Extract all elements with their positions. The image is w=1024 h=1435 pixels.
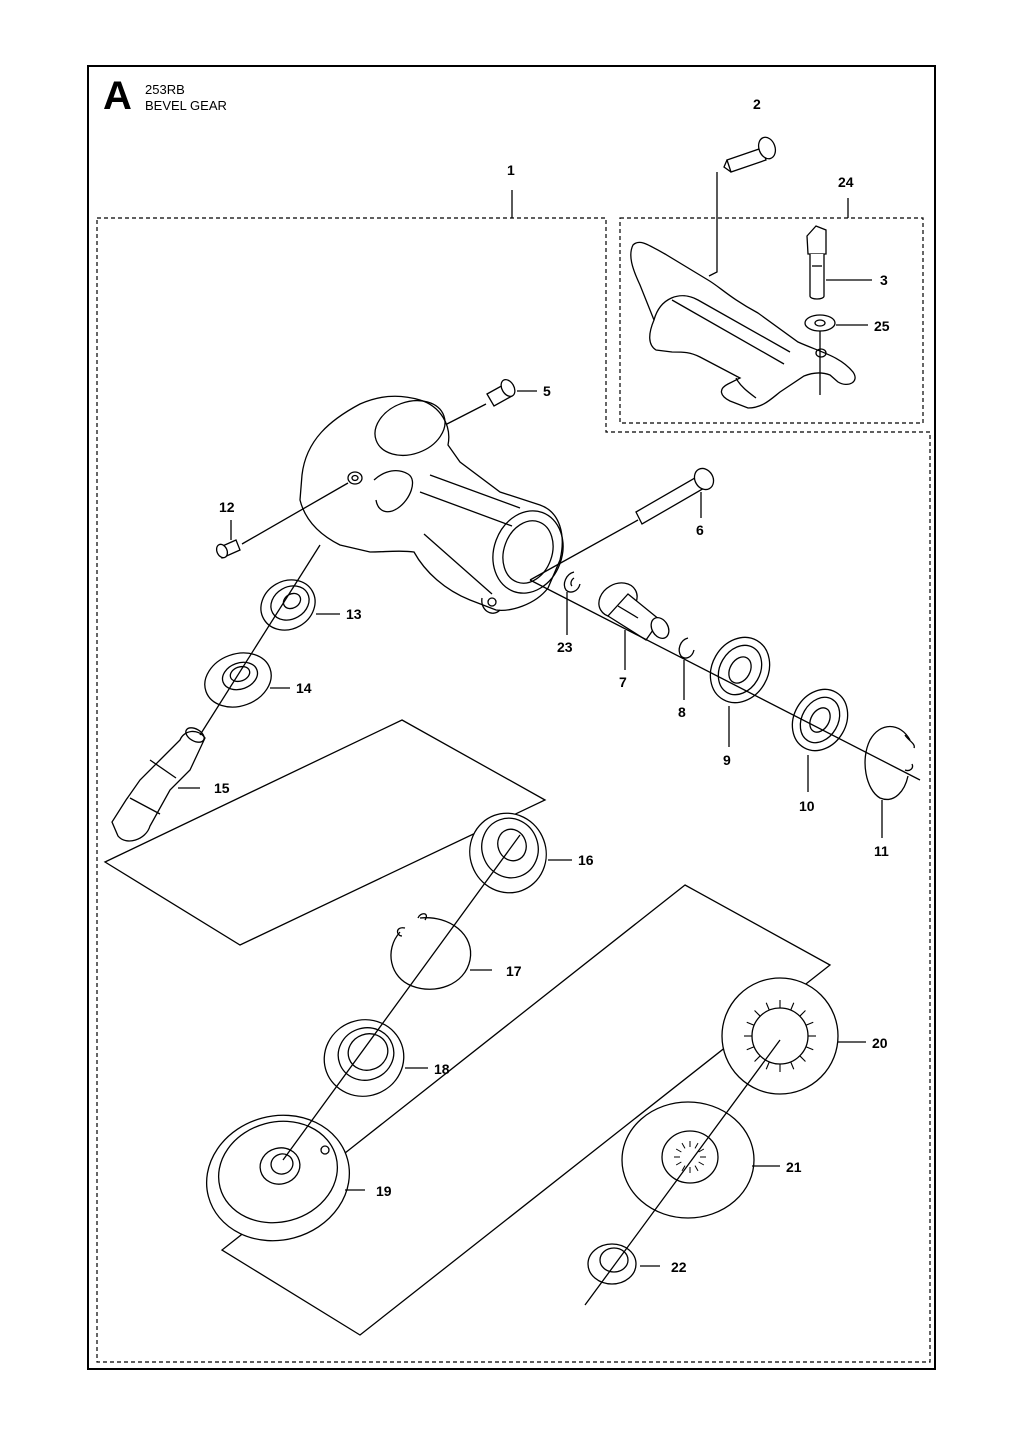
diagram-title: BEVEL GEAR — [145, 98, 227, 113]
callout-1: 1 — [507, 162, 515, 178]
callout-7: 7 — [619, 674, 627, 690]
tooth-line — [754, 1010, 761, 1017]
assembly-24-boundary — [619, 217, 924, 424]
callout-14: 14 — [296, 680, 312, 696]
callout-18: 18 — [434, 1061, 450, 1077]
circlip-part-11 — [864, 725, 915, 801]
tooth-line — [765, 1061, 770, 1070]
tooth-line — [746, 1046, 755, 1051]
callout-23: 23 — [557, 639, 573, 655]
spline-line — [675, 1161, 682, 1166]
bearing-part-13 — [260, 579, 316, 631]
callout-3: 3 — [880, 272, 888, 288]
seal-part-18 — [323, 1019, 405, 1097]
callout-10: 10 — [799, 798, 815, 814]
bolt-part-6 — [635, 467, 715, 525]
bearing-group-boundary — [220, 884, 832, 1336]
callout-5: 5 — [543, 383, 551, 399]
tooth-line — [805, 1046, 814, 1051]
tooth-line — [765, 1002, 770, 1011]
pin-part-3 — [806, 225, 827, 300]
shaft-part-15 — [111, 727, 206, 842]
circlip-part-23 — [563, 571, 581, 593]
circlip-part-8 — [678, 637, 695, 659]
tooth-line — [754, 1055, 761, 1062]
washer-part-20 — [721, 977, 839, 1095]
model-number: 253RB — [145, 82, 185, 97]
callout-17: 17 — [506, 963, 522, 979]
tooth-line — [746, 1021, 755, 1026]
washer-part-25 — [804, 314, 836, 332]
callout-19: 19 — [376, 1183, 392, 1199]
callout-25: 25 — [874, 318, 890, 334]
screw-part-2 — [723, 136, 777, 173]
section-letter: A — [103, 74, 132, 118]
tooth-line — [790, 1002, 795, 1011]
spline-line — [694, 1165, 699, 1172]
diagram-frame — [87, 65, 936, 1370]
gear-part-19 — [205, 1114, 351, 1242]
callout-9: 9 — [723, 752, 731, 768]
callout-20: 20 — [872, 1035, 888, 1051]
tooth-line — [805, 1021, 814, 1026]
tooth-line — [799, 1010, 806, 1017]
tooth-line — [799, 1055, 806, 1062]
spline-line — [681, 1165, 686, 1172]
washer-part-14 — [204, 652, 272, 708]
callout-labels: 1 2 3 5 6 7 8 9 10 11 12 13 14 15 16 17 … — [214, 96, 890, 1275]
spline-line — [694, 1142, 699, 1149]
cap-part-21 — [621, 1101, 755, 1219]
callout-24: 24 — [838, 174, 854, 190]
spline-line — [681, 1142, 686, 1149]
bearing-part-16 — [469, 812, 547, 894]
callout-6: 6 — [696, 522, 704, 538]
nut-part-22 — [587, 1243, 637, 1285]
pinion-part-7 — [598, 582, 670, 641]
screw-part-12 — [215, 539, 241, 559]
cap-spline — [674, 1141, 706, 1173]
spline-line — [675, 1148, 682, 1153]
bracket-part-24 — [630, 241, 856, 409]
bearing-part-10 — [791, 688, 849, 752]
callout-15: 15 — [214, 780, 230, 796]
callout-12: 12 — [219, 499, 235, 515]
callout-16: 16 — [578, 852, 594, 868]
callout-8: 8 — [678, 704, 686, 720]
washer-teeth — [744, 1000, 816, 1072]
callout-22: 22 — [671, 1259, 687, 1275]
gear-housing-part-1 — [299, 395, 564, 614]
circlip-part-17 — [390, 913, 472, 990]
tooth-line — [790, 1061, 795, 1070]
callout-11: 11 — [874, 843, 889, 859]
assembly-1-boundary — [96, 217, 931, 1363]
spline-line — [698, 1161, 705, 1166]
shaft-group-boundary — [103, 719, 547, 946]
screw-part-5 — [486, 378, 516, 407]
spline-line — [698, 1148, 705, 1153]
callout-13: 13 — [346, 606, 362, 622]
bearing-part-9 — [709, 636, 771, 704]
callout-2: 2 — [753, 96, 761, 112]
callout-21: 21 — [786, 1159, 802, 1175]
